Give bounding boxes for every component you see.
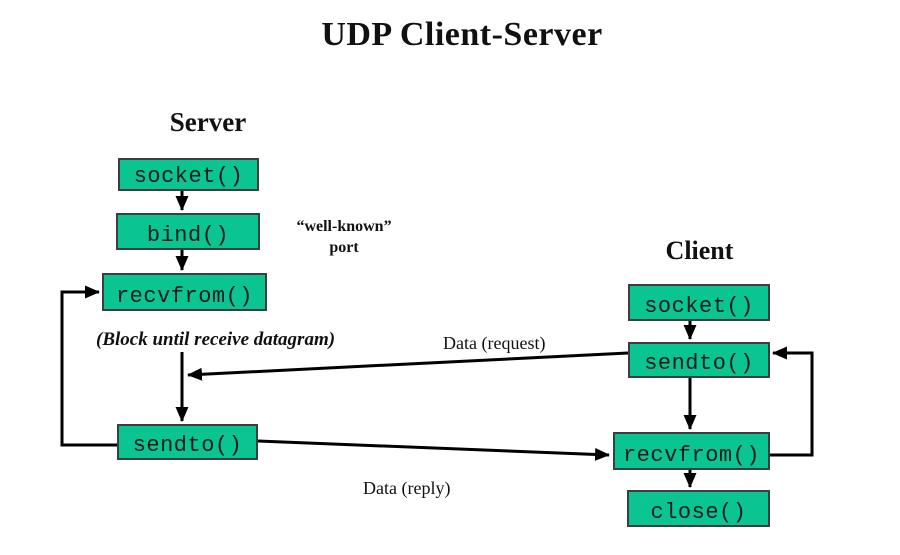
well-known-port-line1: “well-known” xyxy=(296,218,392,235)
client-socket-label: socket() xyxy=(644,294,754,320)
server-sendto-node: sendto() xyxy=(117,424,258,460)
arrow-data-request xyxy=(187,351,629,381)
block-until-receive-note: (Block until receive datagram) xyxy=(96,329,336,350)
client-close-label: close() xyxy=(650,500,747,526)
arrow-client-loop-recvfrom-to-sendto xyxy=(770,346,814,457)
client-close-node: close() xyxy=(627,490,770,527)
server-bind-node: bind() xyxy=(116,213,260,250)
server-column-heading: Server xyxy=(169,107,247,137)
server-socket-node: socket() xyxy=(118,158,259,191)
server-recvfrom-node: recvfrom() xyxy=(102,273,267,311)
data-request-label: Data (request) xyxy=(443,333,546,353)
arrow-server-loop-sendto-to-recvfrom xyxy=(60,285,117,447)
well-known-port-note: “well-known” port xyxy=(283,216,405,258)
well-known-port-line2: port xyxy=(329,239,359,256)
server-sendto-label: sendto() xyxy=(132,433,243,459)
client-recvfrom-node: recvfrom() xyxy=(613,432,770,470)
client-recvfrom-label: recvfrom() xyxy=(622,443,761,469)
server-socket-label: socket() xyxy=(133,164,244,190)
server-bind-label: bind() xyxy=(146,223,230,249)
diagram-title: UDP Client-Server xyxy=(321,16,603,53)
arrow-data-reply xyxy=(257,439,610,461)
data-reply-label: Data (reply) xyxy=(363,478,451,498)
server-recvfrom-label: recvfrom() xyxy=(115,284,254,310)
client-socket-node: socket() xyxy=(628,284,770,321)
client-sendto-node: sendto() xyxy=(628,342,770,378)
client-sendto-label: sendto() xyxy=(644,351,754,377)
client-column-heading: Client xyxy=(665,236,734,265)
